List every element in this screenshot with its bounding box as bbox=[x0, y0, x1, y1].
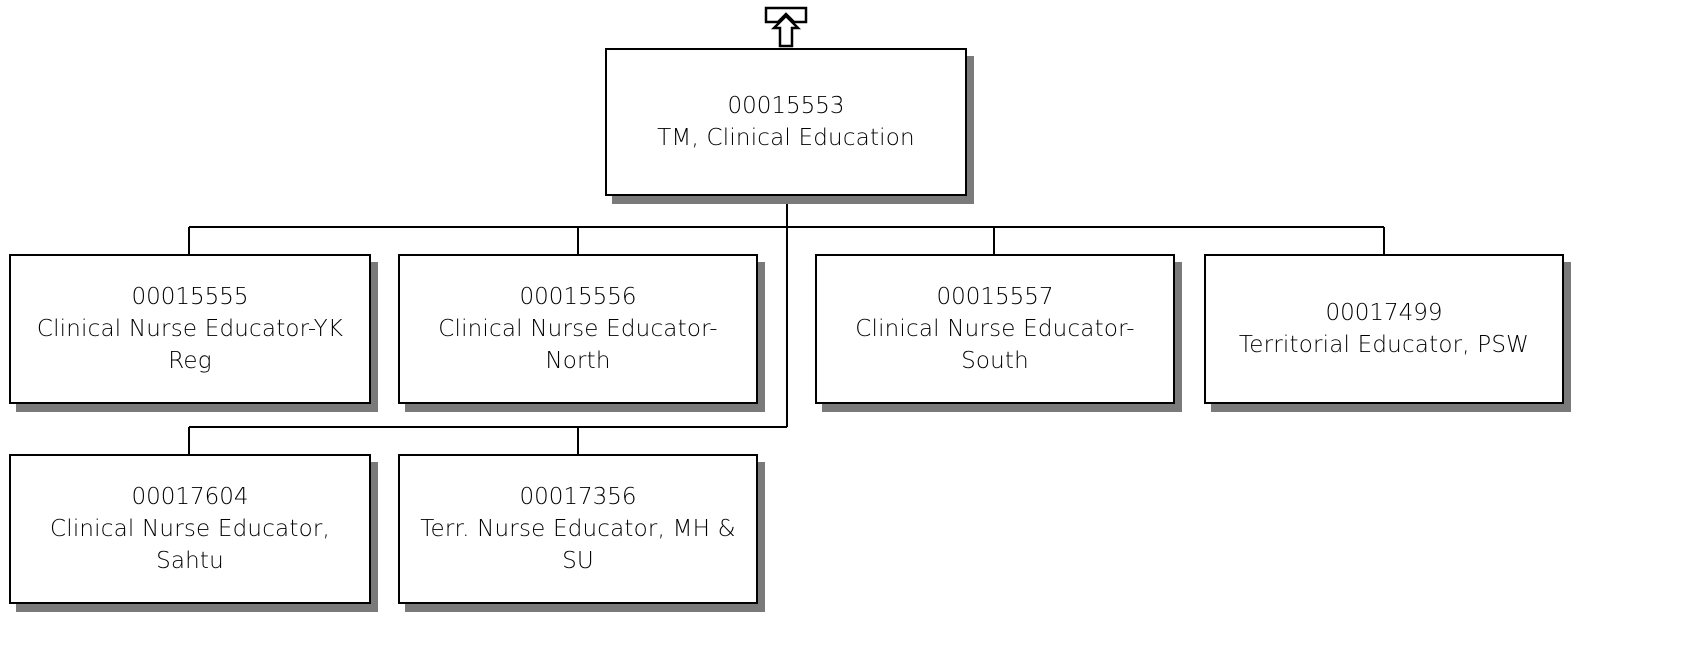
up-arrow-icon[interactable] bbox=[764, 6, 808, 50]
node-title: Clinical Nurse Educator-North bbox=[438, 316, 718, 374]
node-title: Terr. Nurse Educator, MH & SU bbox=[420, 516, 736, 574]
node-id: 00017604 bbox=[131, 484, 249, 510]
node-id: 00017356 bbox=[519, 484, 637, 510]
node-title: Clinical Nurse Educator, Sahtu bbox=[49, 516, 331, 574]
node-title: Clinical Nurse Educator-YK Reg bbox=[36, 316, 344, 374]
node-title: TM, Clinical Education bbox=[657, 125, 915, 151]
org-node-row2-2[interactable]: 00017356 Terr. Nurse Educator, MH & SU bbox=[398, 454, 758, 604]
node-title: Clinical Nurse Educator-South bbox=[855, 316, 1135, 374]
node-id: 00017499 bbox=[1325, 300, 1443, 326]
org-node-row1-3[interactable]: 00015557 Clinical Nurse Educator-South bbox=[815, 254, 1175, 404]
org-node-root[interactable]: 00015553 TM, Clinical Education bbox=[605, 48, 967, 196]
org-node-row2-1[interactable]: 00017604 Clinical Nurse Educator, Sahtu bbox=[9, 454, 371, 604]
node-id: 00015555 bbox=[131, 284, 249, 310]
node-title: Territorial Educator, PSW bbox=[1238, 332, 1530, 358]
org-node-row1-4[interactable]: 00017499 Territorial Educator, PSW bbox=[1204, 254, 1564, 404]
node-id: 00015556 bbox=[519, 284, 637, 310]
node-id: 00015553 bbox=[727, 93, 845, 119]
org-node-row1-2[interactable]: 00015556 Clinical Nurse Educator-North bbox=[398, 254, 758, 404]
org-node-row1-1[interactable]: 00015555 Clinical Nurse Educator-YK Reg bbox=[9, 254, 371, 404]
node-id: 00015557 bbox=[936, 284, 1054, 310]
